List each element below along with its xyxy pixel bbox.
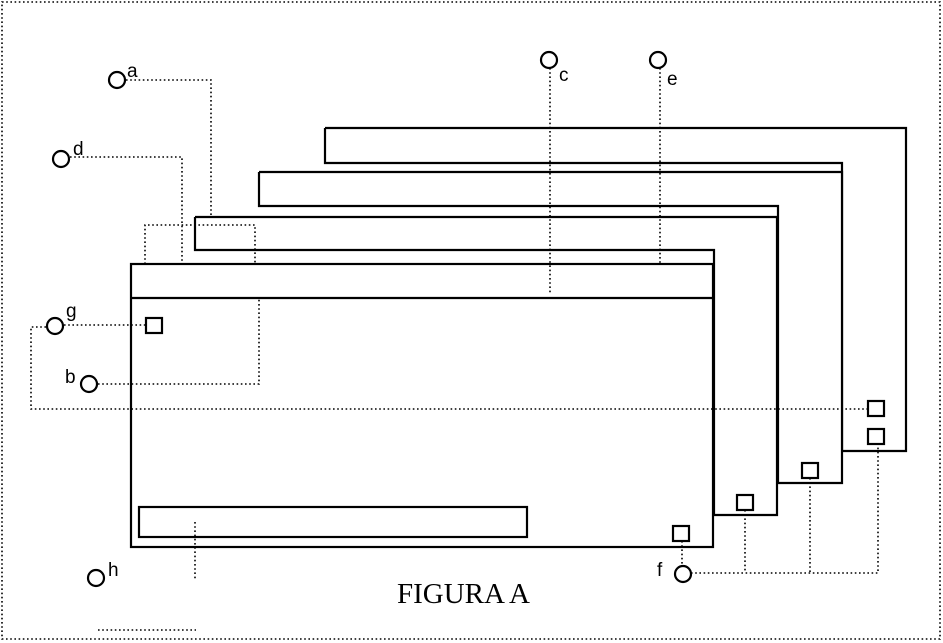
callout-h-marker [86,568,106,588]
callout-e-marker [648,50,668,70]
window-3-square [800,461,820,480]
window-1-top-left-square [144,316,164,335]
callout-h-label: h [108,560,119,581]
window-4-square-lower [866,427,886,446]
status-bar [137,505,529,539]
callout-f-marker [673,564,693,584]
callout-c-marker [539,50,559,70]
callout-b-marker [79,374,99,394]
callout-e-label: e [667,69,678,90]
figure-caption: FIGURA A [397,578,530,610]
callout-b-label: b [65,367,76,388]
window-1-bottom-right-square [671,524,691,543]
callout-d-label: d [73,139,84,160]
callout-c-label: c [559,65,569,86]
window-4-square-upper [866,399,886,418]
window-2-square [735,493,755,512]
callout-a-label: a [127,61,138,82]
callout-g-label: g [66,301,77,322]
callout-d-marker [51,149,71,169]
leader-lines [30,68,879,631]
callout-g-marker [45,316,65,336]
window-1-front [129,262,715,549]
callout-a-marker [107,70,127,90]
callout-f-label: f [657,560,663,581]
